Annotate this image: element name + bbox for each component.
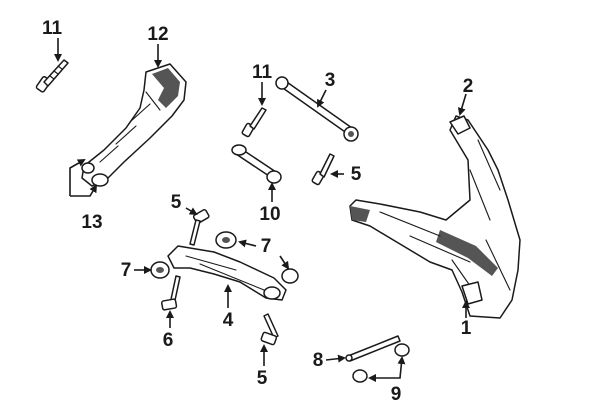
callout-labels: 11 12 13 11 3 5 10 2 5 7 7 6 4 1 5 8 9 bbox=[42, 18, 473, 405]
callout-3: 3 bbox=[325, 70, 336, 91]
callout-9: 9 bbox=[391, 384, 402, 405]
part-6-bolt bbox=[160, 275, 181, 311]
part-9-nut-lower bbox=[352, 369, 368, 383]
part-1-subframe bbox=[349, 115, 521, 319]
callout-5-center: 5 bbox=[351, 164, 362, 185]
callout-7-left: 7 bbox=[121, 260, 132, 281]
callout-12: 12 bbox=[147, 24, 168, 45]
callout-10: 10 bbox=[259, 204, 280, 225]
callout-2: 2 bbox=[463, 76, 474, 97]
callout-1: 1 bbox=[461, 318, 472, 339]
part-4-lower-control-arm bbox=[167, 245, 287, 301]
callout-6: 6 bbox=[163, 330, 174, 351]
callout-7-right: 7 bbox=[261, 236, 272, 257]
leader-lines bbox=[54, 38, 470, 382]
part-7-bushing-left bbox=[150, 261, 170, 279]
callout-11-center: 11 bbox=[252, 62, 273, 83]
part-11-bolt-upper-left bbox=[35, 59, 69, 93]
part-8-pin bbox=[345, 335, 401, 362]
callout-4: 4 bbox=[223, 310, 234, 331]
callout-8: 8 bbox=[313, 350, 324, 371]
part-10-toe-link bbox=[231, 144, 282, 184]
callout-13: 13 bbox=[81, 212, 102, 233]
part-7-bushing-upper bbox=[215, 231, 237, 249]
part-5-bolt-bottom bbox=[260, 313, 279, 346]
part-7-bushing-right bbox=[281, 268, 299, 284]
part-11-bolt-center bbox=[241, 107, 267, 138]
callout-5-lower-arm: 5 bbox=[171, 192, 182, 213]
part-12-upper-arm bbox=[81, 63, 187, 187]
callout-5-bottom: 5 bbox=[257, 368, 268, 389]
part-5-bolt-center bbox=[311, 153, 335, 186]
callout-11-upper-left: 11 bbox=[42, 18, 63, 39]
part-5-bolt-lower-arm bbox=[189, 209, 210, 246]
part-9-nut-upper bbox=[394, 343, 410, 357]
part-3-lateral-link bbox=[275, 76, 359, 142]
